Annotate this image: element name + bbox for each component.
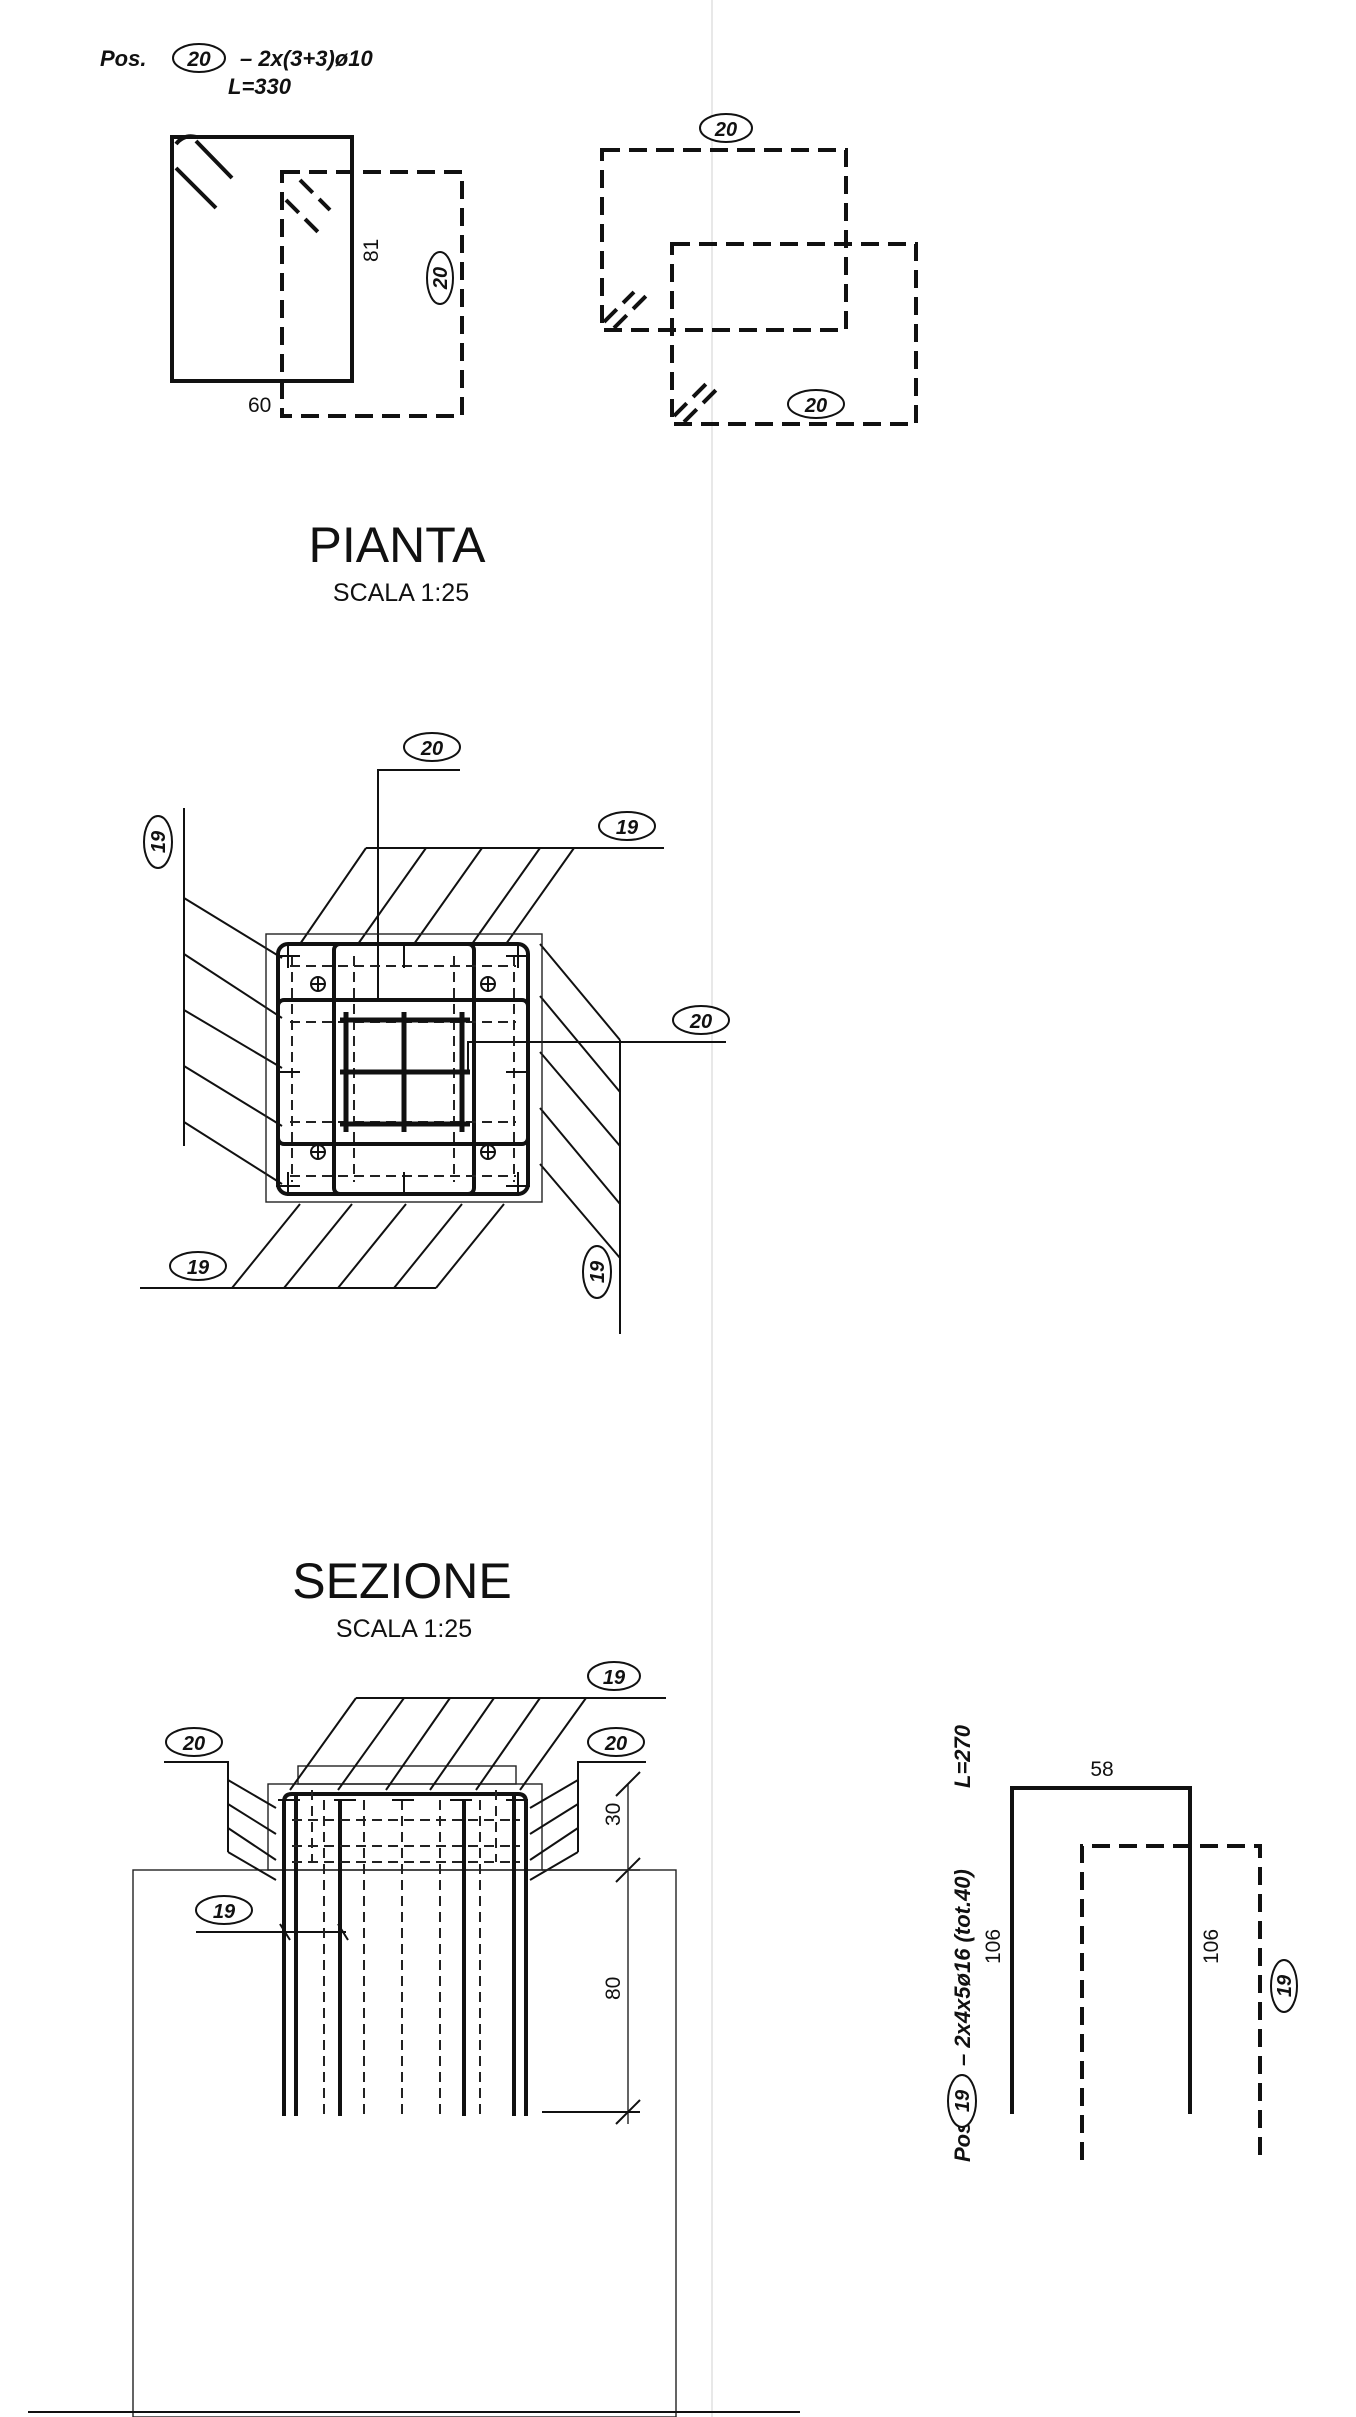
pos20-dim-width: 60: [248, 394, 271, 417]
pianta-core-grid: [340, 1012, 470, 1132]
sezione-scale: SCALA 1:25: [336, 1615, 472, 1643]
pos20-side-tag: 20: [430, 267, 452, 290]
sezione-tag-left: 20: [182, 1733, 205, 1755]
sezione-column-stub: [267, 1783, 543, 1871]
pos20-hook-dashed-a: [602, 290, 650, 330]
pianta-tag-upper-right-ellipse: [598, 811, 656, 841]
pos20-tag: 20: [186, 48, 211, 71]
sezione-tag-lower-left-ellipse: [195, 1895, 253, 1925]
pos20-hook-dashed: [284, 178, 332, 234]
pianta-view: PIANTA SCALA 1:25 20 19 19 20 19 19: [140, 517, 730, 1334]
sezione-tag-right: 20: [604, 1733, 627, 1755]
sezione-base-plate: [297, 1765, 517, 1785]
pos20-hook-solid: [174, 134, 234, 210]
pianta-hatch-top: [299, 847, 575, 945]
pos19-bar-solid: [1010, 1786, 1192, 2114]
pianta-column-outline: [265, 933, 543, 1203]
pos20-right-bottom-tag-ellipse: [787, 389, 845, 419]
pos19-tag-ellipse: [947, 2074, 977, 2128]
pianta-tag-upper-right: 19: [616, 817, 639, 839]
sezione-leader-20-right: [577, 1761, 646, 1852]
pos20-stirrup-solid: [170, 135, 354, 383]
sezione-hatch-right: [529, 1779, 579, 1881]
pos20-tag-ellipse: [172, 43, 226, 73]
pos19-side-tag: 19: [1274, 1974, 1296, 1997]
sezione-main-bars: [294, 1796, 516, 2116]
pos20-right-bottom-tag: 20: [804, 395, 827, 417]
sezione-view: SEZIONE SCALA 1:25 19 20 20 19 30 80: [28, 1553, 800, 2417]
sezione-leader-20-left: [164, 1761, 229, 1852]
sezione-dim-bottom: 80: [602, 1977, 625, 2000]
sezione-plinth: [132, 1869, 677, 2417]
pos19-length: L=270: [950, 1724, 975, 1788]
pianta-tag-bottom-left-ellipse: [169, 1251, 227, 1281]
pos19-bar-dashed: [1080, 1844, 1262, 2160]
sezione-tag-left-ellipse: [165, 1727, 223, 1757]
pianta-title: PIANTA: [309, 517, 487, 573]
pianta-tag-bottom-right: 19: [587, 1260, 609, 1283]
bar-schedule-pos19: Pos. 19 – 2x4x5ø16 (tot.40) L=270 58 106…: [947, 1724, 1298, 2162]
pos20-stirrup-dashed: [280, 170, 464, 418]
sezione-dim-top: 30: [602, 1803, 625, 1826]
pos19-side-tag-ellipse: [1270, 1959, 1298, 2013]
pianta-bar-marks: [276, 944, 530, 1196]
pos20-stirrup-dashed-b: [670, 242, 918, 426]
pos20-prefix: Pos.: [100, 46, 146, 71]
pianta-tag-top: 20: [420, 738, 443, 760]
pianta-tag-left-ellipse: [143, 815, 173, 869]
pianta-tag-right-ellipse: [672, 1005, 730, 1035]
sezione-stirrups: [292, 1790, 520, 1863]
pianta-leader-20-right: [467, 1041, 726, 1074]
pos20-right-top-tag-ellipse: [699, 113, 753, 143]
pianta-anchor-bolts: [310, 976, 496, 1160]
pos20-side-tag-ellipse: [426, 251, 454, 305]
pos20-length: L=330: [228, 74, 292, 99]
pianta-hatch-bottom: [231, 1203, 505, 1289]
pianta-tag-right: 20: [689, 1011, 712, 1033]
pos19-dim-left-leg: 106: [982, 1929, 1005, 1964]
pianta-leader-20-top: [377, 769, 460, 1000]
sezione-outer-bar: [282, 1792, 528, 2116]
bar-schedule-pos20: Pos. 20 – 2x(3+3)ø10 L=330 81 60 20 20 2…: [100, 43, 918, 426]
sezione-tag-right-ellipse: [587, 1727, 645, 1757]
pianta-hatch-right: [539, 943, 621, 1259]
pos19-dim-right-leg: 106: [1200, 1929, 1223, 1964]
pos20-right-top-tag: 20: [714, 119, 737, 141]
pianta-tag-left: 19: [148, 830, 170, 853]
pianta-hatch-left: [183, 897, 283, 1185]
pos20-formula: – 2x(3+3)ø10: [240, 46, 373, 71]
sezione-title: SEZIONE: [292, 1553, 511, 1609]
pos20-stirrup-dashed-a: [600, 148, 848, 332]
pos19-tag: 19: [952, 2089, 974, 2112]
sezione-tag-lower-left: 19: [213, 1901, 236, 1923]
pos20-hook-dashed-b: [672, 382, 720, 424]
pianta-scale: SCALA 1:25: [333, 579, 469, 607]
pianta-tag-bottom-right-ellipse: [582, 1245, 612, 1299]
pianta-tag-top-ellipse: [403, 732, 461, 762]
pos19-formula: – 2x4x5ø16 (tot.40): [950, 1869, 975, 2066]
pos20-dim-height: 81: [360, 239, 383, 262]
sezione-tag-top-ellipse: [587, 1661, 641, 1691]
pianta-tag-bottom-left: 19: [187, 1257, 210, 1279]
sezione-tag-top: 19: [603, 1667, 626, 1689]
sezione-dashed-bars: [323, 1800, 481, 2116]
sezione-hatch-left: [227, 1779, 277, 1881]
pos19-dim-width: 58: [1090, 1758, 1113, 1781]
sezione-hatch-top: [289, 1697, 587, 1791]
